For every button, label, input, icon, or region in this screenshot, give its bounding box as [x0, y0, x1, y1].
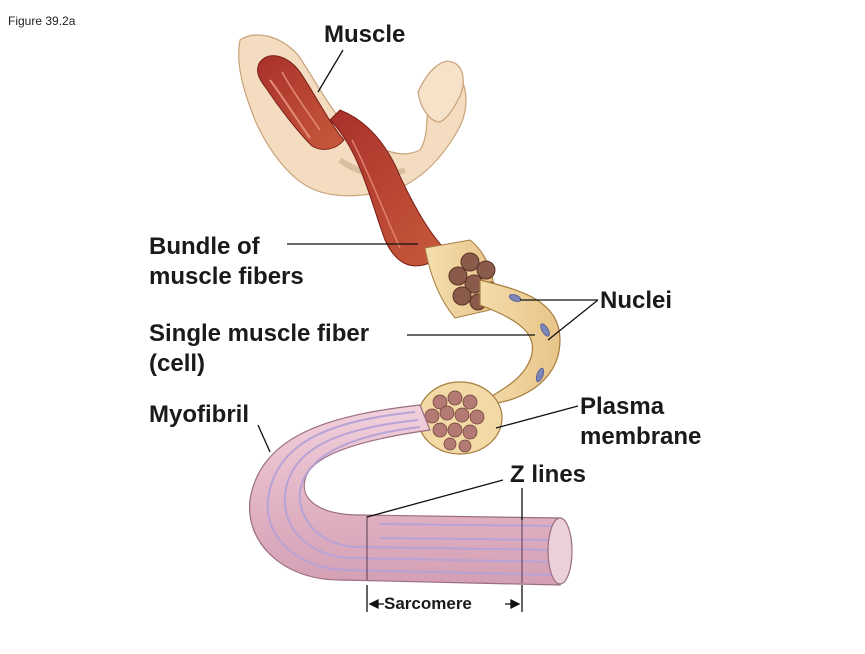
leader-myofibril [257, 424, 271, 453]
label-plasma-membrane: Plasma membrane [580, 392, 701, 452]
label-myofibril: Myofibril [149, 401, 249, 428]
label-single-line-2: (cell) [149, 350, 206, 377]
label-plasma-line-2: membrane [580, 423, 702, 450]
label-z-lines: Z lines [510, 461, 587, 488]
leader-plasma [495, 405, 579, 429]
figure-caption: Figure 39.2a [8, 14, 76, 28]
label-nuclei: Nuclei [600, 287, 673, 314]
label-single-muscle-fiber: Single muscle fiber (cell) [149, 319, 369, 379]
myofibril [248, 404, 573, 586]
label-bundle-line-2: muscle fibers [149, 263, 304, 290]
arm-illustration [238, 34, 467, 197]
label-muscle: Muscle [324, 21, 406, 48]
label-plasma-line-1: Plasma [580, 393, 665, 420]
label-bundle-line-1: Bundle of [149, 233, 260, 260]
label-single-line-1: Single muscle fiber [149, 320, 370, 347]
leader-nuclei-b [547, 299, 599, 341]
leader-lines [257, 49, 599, 520]
leader-muscle [317, 49, 344, 93]
leader-z-line-a [366, 479, 504, 518]
label-sarcomere: Sarcomere [384, 594, 472, 613]
fiber-cross-section [417, 381, 503, 455]
label-bundle-of-muscle-fibers: Bundle of muscle fibers [149, 232, 304, 292]
sarcomere-bracket [366, 585, 523, 612]
